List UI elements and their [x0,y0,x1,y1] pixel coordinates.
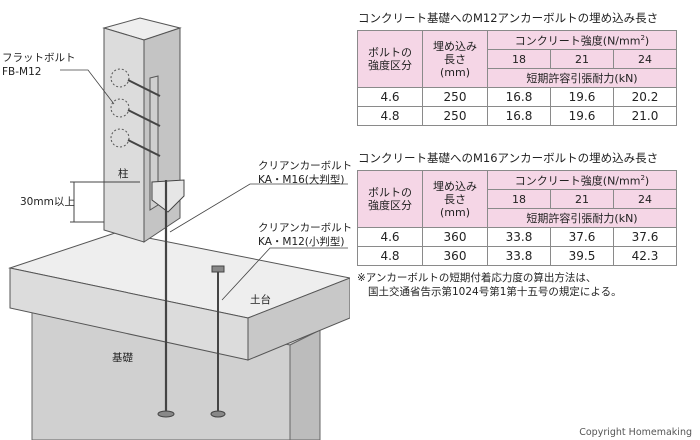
table-m16: ボルトの 強度区分 埋め込み 長さ (mm) コンクリート強度(N/mm2) 1… [357,170,677,266]
flat-bolt-model: FB-M12 [2,66,42,78]
foundation-side [289,329,321,440]
col-strength-header: コンクリート強度(N/mm2) [487,170,677,190]
anchor-small-label: クリアンカーボルト [258,222,353,234]
height-label: 30mm以上 [20,196,75,208]
note-line-1: ※アンカーボルトの短期付着応力度の算出方法は、 [357,272,597,284]
flat-bolt-rods [127,79,161,157]
anchor-large-model: KA・M16(大判型) [258,174,345,186]
anchor-bolt-illustration [8,17,350,440]
strength-21: 21 [550,49,614,69]
table-m16-title: コンクリート基礎へのM16アンカーボルトの埋め込み長さ [358,151,659,165]
post-front [103,27,145,243]
flat-bolt-label: フラットボルト [2,52,76,64]
anchor-bolt-m12-head [210,410,226,418]
note-line-2: 国土交通省告示第1024号第1第十五号の規定による。 [368,286,622,298]
strength-18: 18 [487,49,551,69]
strength-18: 18 [487,189,551,209]
table-row: 4.6 360 33.8 37.6 37.6 [357,227,677,247]
strength-24: 24 [613,49,677,69]
sill-side [247,277,350,361]
col-grade-header: ボルトの 強度区分 [357,170,423,228]
leader-lines [60,69,348,301]
post-side [143,27,181,243]
table-row: 4.6 250 16.8 19.6 20.2 [357,87,677,107]
anchor-small-model: KA・M12(小判型) [258,236,345,248]
sub-header: 短期許容引張耐力(kN) [487,208,677,228]
post-label: 柱 [118,168,129,180]
col-grade-header: ボルトの 強度区分 [357,30,423,88]
table-m12-title: コンクリート基礎へのM12アンカーボルトの埋め込み長さ [358,11,659,25]
col-strength-header: コンクリート強度(N/mm2) [487,30,677,50]
foundation-label: 基礎 [112,352,133,364]
height-dimension [70,181,140,223]
anchor-bolt-m12-nut [211,265,225,273]
strength-21: 21 [550,189,614,209]
table-row: 4.8 360 33.8 39.5 42.3 [357,246,677,266]
hold-down-bracket [151,179,185,213]
sub-header: 短期許容引張耐力(kN) [487,68,677,88]
col-depth-header: 埋め込み 長さ (mm) [422,30,488,88]
copyright: Copyright Homemaking [579,427,692,438]
flat-bolt-holes [110,68,130,148]
table-row: 4.8 250 16.8 19.6 21.0 [357,106,677,126]
anchor-bolt-m16-head [157,410,175,418]
strength-24: 24 [613,189,677,209]
sill-label: 土台 [250,294,271,306]
anchor-large-label: クリアンカーボルト [258,160,353,172]
col-depth-header: 埋め込み 長さ (mm) [422,170,488,228]
table-m12: ボルトの 強度区分 埋め込み 長さ (mm) コンクリート強度(N/mm2) 1… [357,30,677,126]
